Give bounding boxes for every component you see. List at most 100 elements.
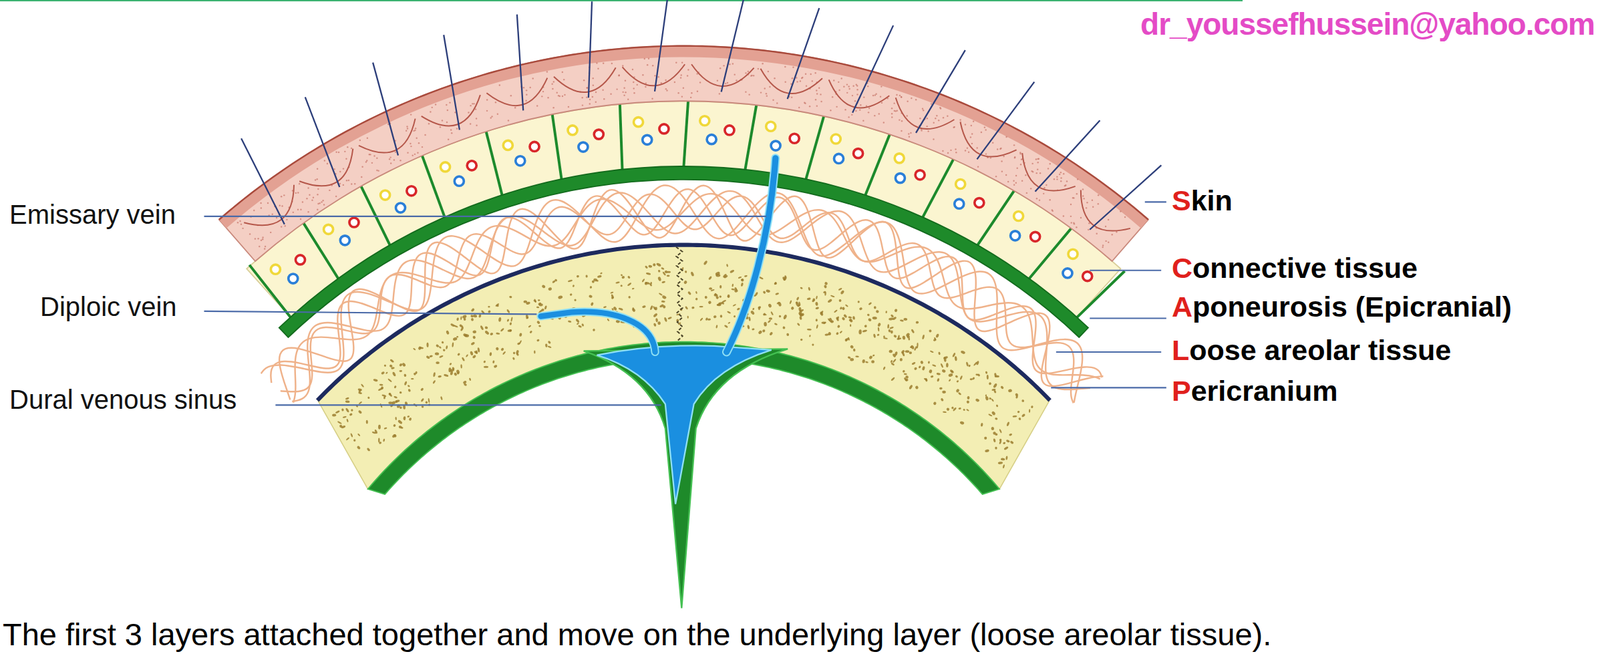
diploe-speck (500, 328, 505, 333)
diploe-speck (1009, 440, 1014, 445)
skin-speck (301, 201, 304, 203)
diploe-speck (902, 370, 906, 373)
diploe-speck (910, 328, 915, 334)
skin-speck (891, 116, 893, 118)
skin-speck (536, 104, 538, 107)
diploe-speck (798, 307, 802, 312)
blood-vessel (915, 170, 925, 180)
leader-line (1089, 317, 1167, 319)
skin-speck (261, 236, 264, 238)
diploe-speck (470, 314, 474, 318)
skin-speck (699, 81, 701, 83)
skin-speck (298, 183, 300, 185)
diploe-speck (823, 321, 828, 325)
diploe-speck (572, 284, 576, 288)
skin-speck (1060, 180, 1062, 182)
skin-speck (784, 66, 786, 68)
diploe-speck (464, 334, 469, 338)
diploe-speck (473, 350, 479, 355)
diploe-speck (394, 416, 397, 421)
skin-speck (926, 117, 928, 119)
skin-speck (646, 64, 649, 66)
skin-speck (410, 145, 412, 147)
diploe-speck (782, 313, 788, 320)
layer-label: Loose areolar tissue (1171, 334, 1452, 367)
diploe-speck (916, 342, 918, 348)
skin-speck (681, 61, 683, 63)
skin-speck (776, 102, 778, 104)
diploe-speck (661, 294, 667, 300)
diploe-speck (966, 400, 971, 405)
diploe-speck (786, 332, 789, 337)
skin-speck (765, 92, 767, 95)
skin-speck (690, 92, 693, 94)
skin-speck (431, 106, 433, 109)
skin-speck (791, 77, 793, 79)
fibrous-septum (744, 104, 757, 172)
skin-speck (586, 86, 588, 89)
diploe-speck (892, 358, 897, 364)
skin-speck (816, 92, 818, 95)
skin-speck (1119, 210, 1122, 212)
diploe-speck (687, 315, 689, 319)
diploe-speck (551, 279, 556, 284)
diploe-speck (345, 407, 351, 413)
diploe-speck (788, 299, 792, 305)
skin-speck (820, 100, 822, 103)
diploe-speck (507, 329, 512, 333)
diploe-speck (959, 420, 965, 425)
diploe-speck (752, 307, 755, 311)
diploe-speck (778, 314, 782, 318)
skin-speck (1049, 163, 1051, 165)
diploe-speck (627, 295, 632, 299)
blood-vessel (503, 140, 513, 150)
skin-speck (418, 142, 420, 144)
skin-speck (595, 62, 598, 64)
hair (443, 34, 460, 130)
diploe-speck (432, 372, 436, 378)
diploe-speck (718, 295, 722, 298)
diploe-speck (815, 301, 819, 306)
diploe-speck (661, 280, 666, 284)
skin-speck (350, 147, 353, 149)
diploe-speck (332, 413, 337, 417)
diploe-speck (767, 303, 773, 308)
diploe-speck (975, 398, 981, 403)
diploe-speck (581, 323, 585, 327)
skin-speck (999, 148, 1001, 150)
skin-speck (601, 89, 604, 91)
diploe-speck (871, 316, 878, 320)
diploe-speck (715, 295, 720, 300)
diploe-speck (425, 355, 431, 360)
diploe-speck (489, 352, 492, 357)
skin-speck (292, 211, 294, 214)
skin-speck (1070, 215, 1072, 218)
skin-speck (469, 122, 471, 125)
diploe-speck (710, 288, 715, 292)
diploe-speck (541, 284, 546, 289)
skin-speck (899, 94, 901, 97)
skin-speck (585, 96, 588, 99)
diploe-speck (445, 330, 450, 335)
skin-speck (927, 130, 929, 132)
diploe-speck (913, 366, 918, 371)
diploe-speck (936, 378, 940, 383)
hair-follicle (1080, 190, 1131, 232)
diploe-speck (967, 396, 971, 400)
diploe-speck (435, 344, 440, 349)
skin-speck (843, 85, 845, 87)
skin-speck (448, 101, 451, 103)
skin-speck (615, 88, 618, 90)
skin-speck (305, 197, 308, 200)
skin-speck (1107, 219, 1109, 221)
diploe-speck (986, 374, 989, 380)
diploe-speck (824, 281, 829, 286)
diploe-speck (704, 295, 708, 300)
diploe-speck (815, 324, 819, 330)
skin-speck (856, 88, 858, 91)
skin-speck (260, 239, 262, 242)
diploe-speck (887, 324, 890, 329)
diploe-speck (472, 330, 477, 334)
skin-speck (1013, 144, 1015, 146)
skin-speck (855, 83, 858, 85)
